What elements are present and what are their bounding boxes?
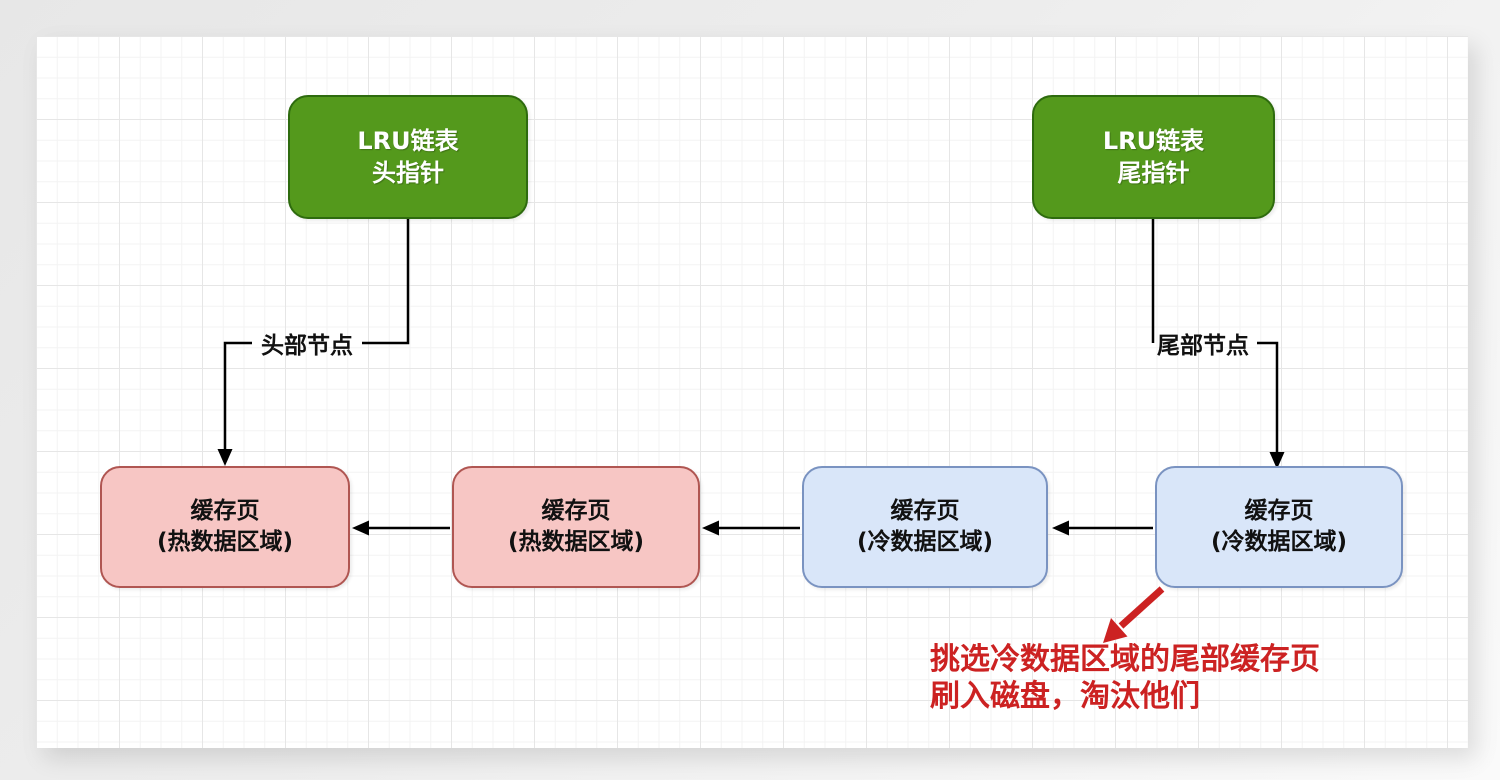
node-cache-page-hot-2[interactable]: 缓存页 (热数据区域) xyxy=(452,466,700,588)
node-cache-page-cold-1[interactable]: 缓存页 (冷数据区域) xyxy=(802,466,1048,588)
node-cache-page-cold-1-line1: 缓存页 xyxy=(890,498,960,524)
node-lru-head-pointer-line1: LRU链表 xyxy=(357,127,459,155)
node-lru-tail-pointer-line1: LRU链表 xyxy=(1102,127,1205,155)
eviction-annotation-line2: 刷入磁盘，淘汰他们 xyxy=(930,679,1200,714)
node-lru-head-pointer-line2: 头指针 xyxy=(372,159,444,187)
node-cache-page-hot-2-line2: (热数据区域) xyxy=(507,529,645,555)
node-lru-tail-pointer-line2: 尾指针 xyxy=(1117,159,1190,187)
eviction-annotation-line1: 挑选冷数据区域的尾部缓存页 xyxy=(930,642,1320,677)
node-lru-head-pointer[interactable]: LRU链表 头指针 xyxy=(288,95,528,219)
node-cache-page-cold-2-line1: 缓存页 xyxy=(1244,498,1314,524)
node-cache-page-cold-1-line2: (冷数据区域) xyxy=(856,529,994,555)
node-cache-page-hot-1[interactable]: 缓存页 (热数据区域) xyxy=(100,466,350,588)
node-cache-page-cold-2-line2: (冷数据区域) xyxy=(1210,529,1348,555)
node-cache-page-hot-1-line1: 缓存页 xyxy=(190,498,260,524)
tail-node-edge-label: 尾部节点 xyxy=(1157,333,1249,359)
node-cache-page-cold-2[interactable]: 缓存页 (冷数据区域) xyxy=(1155,466,1403,588)
node-lru-tail-pointer[interactable]: LRU链表 尾指针 xyxy=(1032,95,1275,219)
head-node-edge-label: 头部节点 xyxy=(261,333,353,359)
node-cache-page-hot-1-line2: (热数据区域) xyxy=(156,529,294,555)
eviction-annotation: 挑选冷数据区域的尾部缓存页 刷入磁盘，淘汰他们 xyxy=(930,641,1320,715)
node-cache-page-hot-2-line1: 缓存页 xyxy=(541,498,611,524)
